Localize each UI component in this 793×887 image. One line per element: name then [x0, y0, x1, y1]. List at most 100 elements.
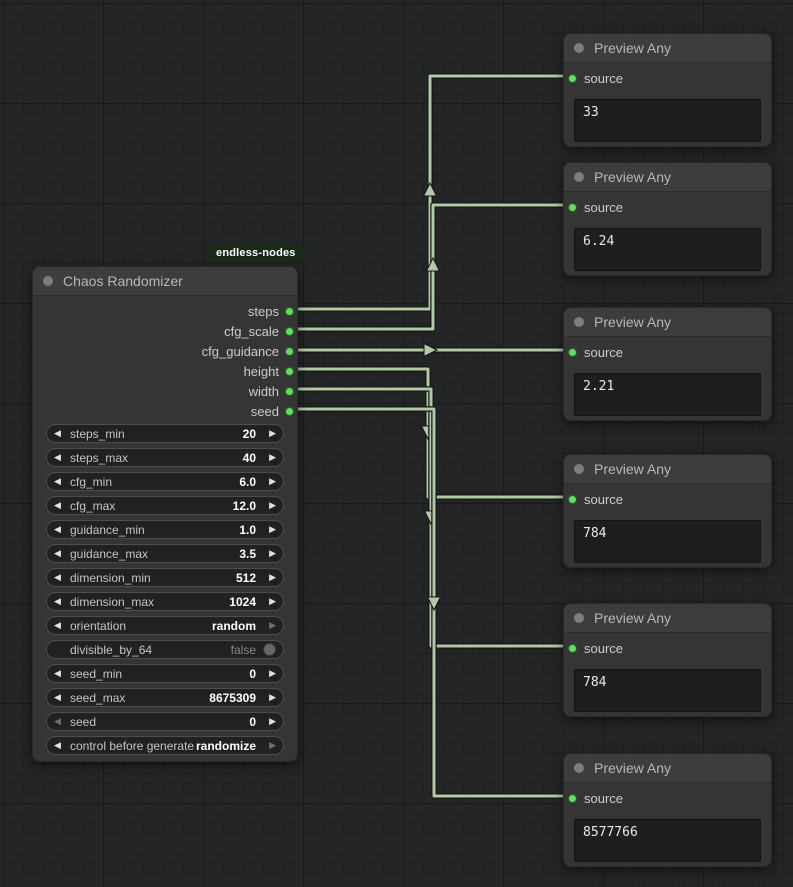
widget-divisible-by-64[interactable]: divisible_by_64 false — [46, 640, 284, 659]
toggle-icon[interactable] — [263, 643, 276, 656]
widget-guidance-min[interactable]: ◀ guidance_min 1.0 ▶ — [46, 520, 284, 539]
widget-value[interactable]: 0 — [249, 714, 256, 729]
output-port-icon[interactable] — [285, 386, 294, 396]
widget-value[interactable]: 1024 — [229, 594, 256, 609]
widget-seed[interactable]: ◀ seed 0 ▶ — [46, 712, 284, 731]
widget-dimension-min[interactable]: ◀ dimension_min 512 ▶ — [46, 568, 284, 587]
increment-arrow-icon[interactable]: ▶ — [269, 428, 276, 438]
collapse-dot-icon[interactable] — [574, 172, 584, 182]
decrement-arrow-icon[interactable]: ◀ — [54, 572, 61, 582]
increment-arrow-icon[interactable]: ▶ — [269, 476, 276, 486]
increment-arrow-icon[interactable]: ▶ — [269, 548, 276, 558]
widget-steps-min[interactable]: ◀ steps_min 20 ▶ — [46, 424, 284, 443]
increment-arrow-icon[interactable]: ▶ — [269, 572, 276, 582]
node-header[interactable]: Preview Any — [564, 455, 771, 484]
output-port-icon[interactable] — [285, 366, 294, 376]
preview-output-box[interactable]: 8577766 — [574, 819, 761, 862]
decrement-arrow-icon[interactable]: ◀ — [54, 476, 61, 486]
input-port-icon[interactable] — [568, 73, 577, 83]
widget-value[interactable]: 12.0 — [232, 498, 256, 513]
increment-arrow-icon[interactable]: ▶ — [269, 692, 276, 702]
prev-option-arrow-icon[interactable]: ◀ — [54, 740, 61, 750]
preview-output-box[interactable]: 784 — [574, 520, 761, 563]
node-preview-any-5[interactable]: Preview Any source 784 — [563, 603, 772, 717]
widget-value[interactable]: 40 — [242, 450, 256, 465]
increment-arrow-icon[interactable]: ▶ — [269, 716, 276, 726]
output-port-icon[interactable] — [285, 306, 294, 316]
decrement-arrow-icon[interactable]: ◀ — [54, 716, 61, 726]
preview-output-box[interactable]: 2.21 — [574, 373, 761, 416]
increment-arrow-icon[interactable]: ▶ — [269, 596, 276, 606]
decrement-arrow-icon[interactable]: ◀ — [54, 428, 61, 438]
decrement-arrow-icon[interactable]: ◀ — [54, 452, 61, 462]
widget-value[interactable]: 3.5 — [239, 546, 256, 561]
decrement-arrow-icon[interactable]: ◀ — [54, 548, 61, 558]
node-preview-any-6[interactable]: Preview Any source 8577766 — [563, 753, 772, 867]
widget-cfg-min[interactable]: ◀ cfg_min 6.0 ▶ — [46, 472, 284, 491]
widget-label: seed_min — [70, 666, 123, 681]
increment-arrow-icon[interactable]: ▶ — [269, 524, 276, 534]
widget-value[interactable]: random — [211, 618, 256, 633]
preview-output-box[interactable]: 784 — [574, 669, 761, 712]
preview-output-box[interactable]: 33 — [574, 99, 761, 142]
prev-option-arrow-icon[interactable]: ◀ — [54, 620, 61, 630]
preview-output-box[interactable]: 6.24 — [574, 228, 761, 271]
node-preview-any-3[interactable]: Preview Any source 2.21 — [563, 307, 772, 421]
next-option-arrow-icon[interactable]: ▶ — [269, 620, 276, 630]
widget-seed-max[interactable]: ◀ seed_max 8675309 ▶ — [46, 688, 284, 707]
widget-value[interactable]: 6.0 — [239, 474, 256, 489]
widget-value[interactable]: 20 — [242, 426, 256, 441]
node-preview-any-1[interactable]: Preview Any source 33 — [563, 33, 772, 147]
wire-arrow-right — [423, 342, 439, 358]
decrement-arrow-icon[interactable]: ◀ — [54, 524, 61, 534]
node-chaos-randomizer[interactable]: Chaos Randomizer steps cfg_scale cfg_gui… — [32, 266, 298, 762]
increment-arrow-icon[interactable]: ▶ — [269, 668, 276, 678]
collapse-dot-icon[interactable] — [43, 276, 53, 286]
next-option-arrow-icon[interactable]: ▶ — [269, 740, 276, 750]
increment-arrow-icon[interactable]: ▶ — [269, 452, 276, 462]
widget-label: steps_max — [70, 450, 129, 465]
node-preview-any-2[interactable]: Preview Any source 6.24 — [563, 162, 772, 276]
widget-steps-max[interactable]: ◀ steps_max 40 ▶ — [46, 448, 284, 467]
decrement-arrow-icon[interactable]: ◀ — [54, 692, 61, 702]
output-port-icon[interactable] — [285, 326, 294, 336]
widget-dimension-max[interactable]: ◀ dimension_max 1024 ▶ — [46, 592, 284, 611]
node-header[interactable]: Preview Any — [564, 34, 771, 63]
output-port-icon[interactable] — [285, 406, 294, 416]
collapse-dot-icon[interactable] — [574, 43, 584, 53]
node-header[interactable]: Preview Any — [564, 754, 771, 783]
node-header[interactable]: Preview Any — [564, 308, 771, 337]
output-port-icon[interactable] — [285, 346, 294, 356]
input-port-icon[interactable] — [568, 202, 577, 212]
widget-cfg-max[interactable]: ◀ cfg_max 12.0 ▶ — [46, 496, 284, 515]
input-port-icon[interactable] — [568, 494, 577, 504]
input-port-icon[interactable] — [568, 793, 577, 803]
widget-guidance-max[interactable]: ◀ guidance_max 3.5 ▶ — [46, 544, 284, 563]
collapse-dot-icon[interactable] — [574, 613, 584, 623]
widget-value[interactable]: 0 — [249, 666, 256, 681]
decrement-arrow-icon[interactable]: ◀ — [54, 500, 61, 510]
widget-value[interactable]: 1.0 — [239, 522, 256, 537]
increment-arrow-icon[interactable]: ▶ — [269, 500, 276, 510]
node-header[interactable]: Preview Any — [564, 163, 771, 192]
node-header[interactable]: Chaos Randomizer — [33, 267, 297, 296]
node-preview-any-4[interactable]: Preview Any source 784 — [563, 454, 772, 568]
widget-value[interactable]: 8675309 — [209, 690, 256, 705]
collapse-dot-icon[interactable] — [574, 763, 584, 773]
widget-seed-min[interactable]: ◀ seed_min 0 ▶ — [46, 664, 284, 683]
collapse-dot-icon[interactable] — [574, 464, 584, 474]
node-header[interactable]: Preview Any — [564, 604, 771, 633]
wire-arrow-up — [425, 256, 441, 272]
wire-arrow-up — [422, 181, 438, 197]
collapse-dot-icon[interactable] — [574, 317, 584, 327]
decrement-arrow-icon[interactable]: ◀ — [54, 668, 61, 678]
widget-control-before-generate[interactable]: ◀ control before generate randomize ▶ — [46, 736, 284, 755]
decrement-arrow-icon[interactable]: ◀ — [54, 596, 61, 606]
input-port-icon[interactable] — [568, 643, 577, 653]
input-port-icon[interactable] — [568, 347, 577, 357]
output-slot-label: seed — [250, 403, 279, 419]
widget-value[interactable]: 512 — [235, 570, 256, 585]
widget-orientation[interactable]: ◀ orientation random ▶ — [46, 616, 284, 635]
widget-value[interactable]: randomize — [195, 738, 256, 753]
